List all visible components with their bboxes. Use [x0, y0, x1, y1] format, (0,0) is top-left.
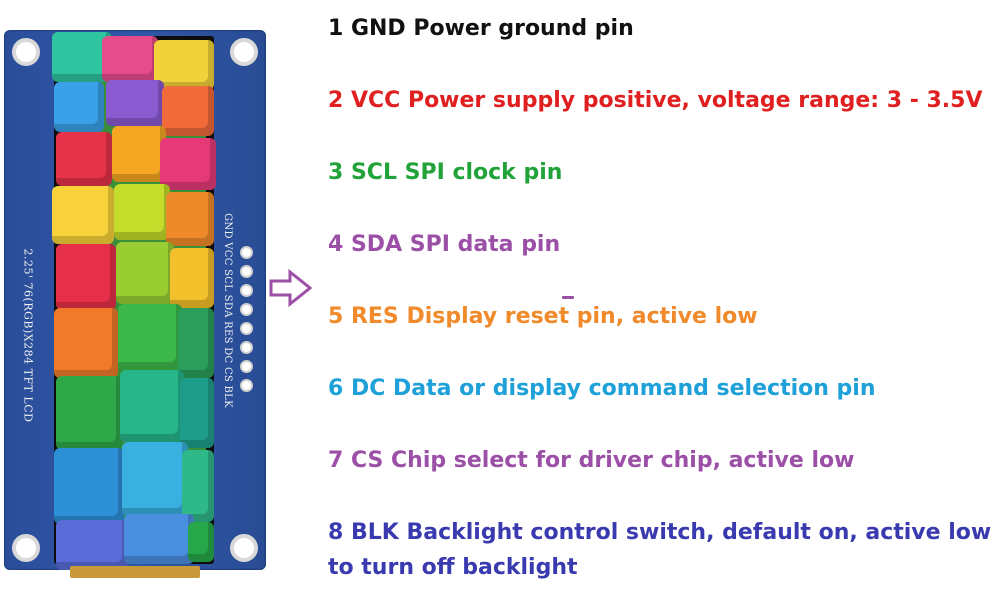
- right-arrow-outline-icon: [269, 268, 313, 308]
- mounting-hole-top-right: [230, 38, 258, 66]
- screen-cube: [56, 520, 128, 570]
- screen-cube: [52, 186, 114, 244]
- screen-cube: [166, 192, 214, 246]
- pin-hole: [240, 303, 253, 316]
- display-screen-image: [52, 32, 216, 570]
- flex-cable-tab: [70, 566, 200, 578]
- screen-cube: [178, 308, 214, 378]
- module-silkscreen-label-wrap: 2.25' 76(RGB)X284 TFT LCD: [8, 230, 48, 440]
- screen-cube: [180, 378, 214, 448]
- screen-cube: [54, 448, 124, 524]
- pin-hole: [240, 322, 253, 335]
- pin-5-description: 5 RES Display reset pin, active low: [328, 304, 758, 329]
- screen-cube: [56, 376, 122, 450]
- screen-cube: [154, 40, 214, 90]
- pin-8-description-line-2: to turn off backlight: [328, 555, 578, 580]
- screen-cube: [54, 82, 104, 132]
- pin-hole: [240, 379, 253, 392]
- screen-cube: [106, 80, 164, 126]
- screen-cube: [188, 522, 214, 562]
- pin-hole: [240, 246, 253, 259]
- screen-cube: [160, 138, 216, 190]
- pin-2-description: 2 VCC Power supply positive, voltage ran…: [328, 88, 983, 113]
- screen-cube: [114, 184, 170, 240]
- screen-cube: [54, 308, 118, 378]
- pin-3-description: 3 SCL SPI clock pin: [328, 160, 563, 185]
- pin-1-description: 1 GND Power ground pin: [328, 16, 634, 41]
- mounting-hole-top-left: [12, 38, 40, 66]
- mounting-hole-bottom-right: [230, 534, 258, 562]
- pin-8-description-line-1: 8 BLK Backlight control switch, default …: [328, 520, 991, 545]
- display-frame: [52, 32, 216, 570]
- screen-cube: [170, 248, 214, 308]
- screen-cube: [56, 244, 116, 310]
- pin-header: [240, 246, 256, 398]
- screen-cube: [102, 36, 158, 82]
- pin-hole: [240, 360, 253, 373]
- screen-cube: [182, 450, 214, 522]
- pin-hole: [240, 341, 253, 354]
- pin-8-description: 8 BLK Backlight control switch, default …: [328, 515, 991, 585]
- screen-cube: [122, 442, 188, 516]
- screen-cube: [162, 86, 214, 136]
- screen-cube: [120, 370, 184, 442]
- pin-hole: [240, 265, 253, 278]
- mounting-hole-bottom-left: [12, 534, 40, 562]
- screen-cube: [56, 132, 112, 186]
- screen-cube: [116, 242, 174, 304]
- screen-cube: [124, 514, 194, 564]
- pin-4-description: 4 SDA SPI data pin: [328, 232, 561, 257]
- pin-header-labels: GND VCC SCL SDA RES DC CS BLK: [221, 212, 233, 408]
- pin-header-labels-wrap: GND VCC SCL SDA RES DC CS BLK: [216, 210, 238, 410]
- screen-cube: [112, 126, 166, 182]
- pin-hole: [240, 284, 253, 297]
- stray-mark: [562, 296, 574, 299]
- screen-cube: [118, 304, 182, 370]
- module-silkscreen-label: 2.25' 76(RGB)X284 TFT LCD: [21, 248, 35, 422]
- tft-lcd-module: 2.25' 76(RGB)X284 TFT LCD: [4, 30, 266, 578]
- pin-7-description: 7 CS Chip select for driver chip, active…: [328, 448, 855, 473]
- pin-6-description: 6 DC Data or display command selection p…: [328, 376, 876, 401]
